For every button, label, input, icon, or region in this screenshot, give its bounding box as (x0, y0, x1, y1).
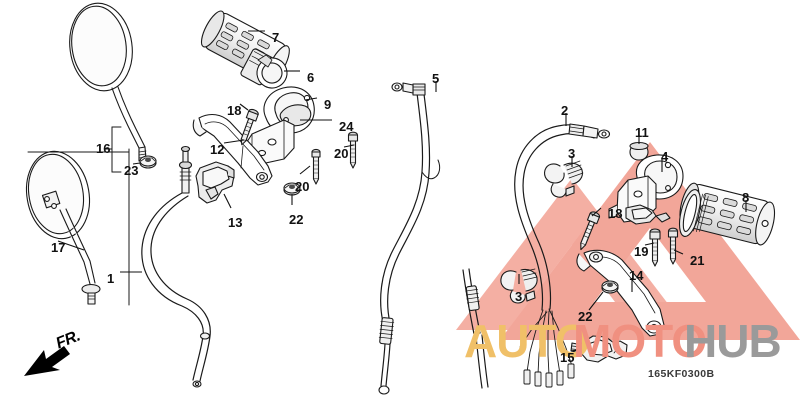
part-switch-15 (570, 335, 628, 363)
part-holder-13 (195, 161, 235, 204)
part-nut-23 (139, 155, 157, 169)
callout-throttle-cable-b: 2 (561, 103, 569, 118)
part-switch-housing-4 (608, 154, 684, 225)
part-cap-11 (629, 141, 649, 161)
part-cable-2 (514, 123, 611, 311)
watermark-hub: HUB (684, 315, 782, 367)
part-clip-3b (500, 268, 538, 304)
callout-clutch-lever: 12 (210, 142, 225, 157)
part-screw-18b (580, 211, 601, 251)
bracket-16 (104, 126, 122, 173)
callout-grip-left: 7 (272, 30, 280, 45)
callout-switch-cover: 24 (339, 119, 354, 134)
fr-direction-arrow (24, 346, 70, 376)
callout-screw-upper-left: 18 (227, 103, 242, 118)
part-mirror-upper (69, 2, 147, 162)
callout-nut-lower-right: 22 (578, 309, 593, 324)
part-throttle-pipe-6 (240, 48, 288, 89)
callout-mirror-set-left: 16 (96, 141, 111, 156)
callout-brake-lever: 14 (629, 268, 644, 283)
part-switch-housing-9 (237, 86, 315, 167)
part-bolt-19 (649, 228, 661, 267)
leader-lines (57, 30, 747, 352)
part-cable-1 (141, 145, 211, 388)
part-lever-14 (576, 249, 665, 337)
part-lever-12 (192, 113, 273, 186)
callout-brake-light-switch: 15 (560, 350, 575, 365)
part-screw-20a (347, 131, 359, 169)
part-screw-18a (240, 108, 259, 169)
part-mirror-lower (25, 150, 101, 305)
callout-screw-a: 20 (334, 146, 349, 161)
part-nut-22a (283, 182, 301, 196)
callout-bolt-lever: 21 (690, 253, 705, 268)
part-nut-22b (601, 280, 619, 294)
callout-mirror-assy: 17 (51, 240, 66, 255)
callout-screw-b: 20 (295, 179, 310, 194)
callout-throttle-pipe: 6 (307, 70, 315, 85)
callout-lever-holder-bracket: 13 (228, 215, 243, 230)
part-screw-20b (311, 148, 321, 185)
callout-bolt-pivot: 19 (634, 244, 649, 259)
part-cable-right-edge (462, 268, 489, 389)
callout-clutch-cable: 5 (432, 71, 440, 86)
part-clip-3a (544, 160, 584, 198)
callout-cap-rubber: 11 (635, 125, 649, 140)
callout-screw-upper-right: 18 (608, 206, 623, 221)
callout-switch-housing-right: 4 (661, 149, 669, 164)
callout-cable-clip-upper: 3 (568, 146, 576, 161)
callout-cable-clip-lower: 3 (515, 289, 523, 304)
watermark-auto: AUTO (464, 315, 590, 367)
part-grip-8 (678, 182, 776, 246)
callout-switch-housing-left: 9 (324, 97, 332, 112)
part-number-label: 165KF0300B (648, 368, 715, 380)
part-cable-5 (378, 82, 441, 395)
part-wire-harness (519, 308, 575, 388)
watermark-moto: MOTO (573, 315, 707, 367)
callout-nut-lower-left: 22 (289, 212, 304, 227)
callout-grip-right-throttle: 8 (742, 190, 750, 205)
callout-throttle-cable-a: 1 (107, 271, 115, 286)
part-bolt-21 (667, 227, 679, 265)
callout-nut-mirror: 23 (124, 163, 139, 178)
